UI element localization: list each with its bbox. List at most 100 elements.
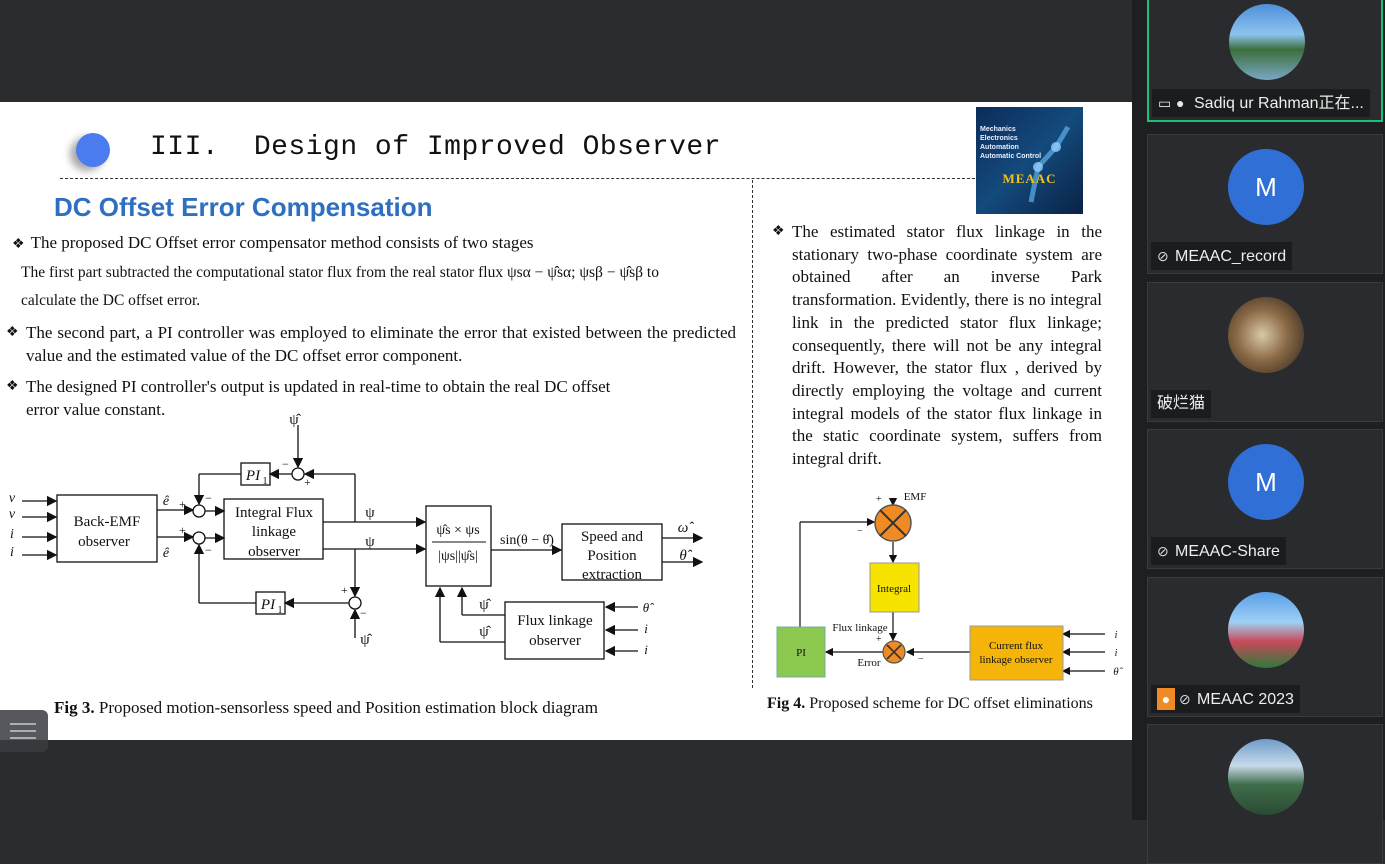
- participant-tile[interactable]: M ⊘MEAAC-Share: [1147, 429, 1383, 569]
- fig3-integral-label-3: observer: [248, 544, 300, 560]
- svg-text:−: −: [282, 457, 289, 471]
- fig3-psi-sb: ψ: [365, 534, 375, 550]
- bullet-1: ❖The proposed DC Offset error compensato…: [12, 233, 534, 252]
- fig4-error-label: Error: [857, 657, 881, 669]
- avatar: [1228, 592, 1304, 668]
- avatar: [1228, 297, 1304, 373]
- fig3-fluxobs-label-2: observer: [529, 633, 581, 649]
- fig3-integral-label-2: linkage: [252, 524, 296, 540]
- fig4-current-label-1: Current flux: [989, 640, 1044, 652]
- fig3-i-beta-in: i: [644, 642, 648, 657]
- fig3-backemf-label-2: observer: [78, 534, 130, 550]
- fig3-psi-hat-top: ψ̂: [289, 412, 301, 428]
- fig4-integral-block: [869, 562, 920, 613]
- svg-text:+: +: [341, 583, 348, 597]
- diamond-bullet-icon: ❖: [772, 224, 785, 239]
- fig4-pi-label: PI: [796, 647, 806, 659]
- logo-text: Mechanics Electronics Automation Automat…: [980, 126, 1042, 160]
- fig3-speed-label-3: extraction: [582, 567, 642, 583]
- svg-text:+: +: [179, 497, 186, 511]
- fig3-psi-hat-fb1: ψ̂: [479, 597, 491, 613]
- fig4-current-observer-block: [969, 625, 1064, 681]
- mic-muted-icon: ⊘: [1157, 248, 1169, 264]
- slide-list-button[interactable]: [0, 710, 48, 752]
- participant-name: ▭●Sadiq ur Rahman正在...: [1152, 89, 1370, 117]
- fig4-caption: Fig 4. Proposed scheme for DC offset eli…: [767, 695, 1093, 712]
- screen-share-icon: ▭: [1158, 95, 1172, 111]
- slide-subtitle: DC Offset Error Compensation: [54, 192, 433, 222]
- fig3-pi-upper-label: PI: [245, 468, 261, 484]
- fig3-psi-hat-fb2: ψ̂: [479, 624, 491, 640]
- integral-flux-block: [223, 498, 324, 560]
- section-title: III. Design of Improved Observer: [150, 132, 721, 163]
- column-divider: [752, 180, 753, 688]
- fig3-integral-label-1: Integral Flux: [235, 505, 313, 521]
- fig3-speed-label-1: Speed and: [581, 529, 644, 545]
- bullet-3: ❖ The designed PI controller's output is…: [6, 377, 611, 419]
- fig3-pi-upper-sub: 1: [263, 476, 268, 487]
- fig3-speed-label-2: Position: [587, 548, 637, 564]
- fig3-omega-hat: ω̂: [678, 520, 695, 536]
- presentation-slide: III. Design of Improved Observer Mechani…: [0, 102, 1132, 740]
- fig3-psi-hat-bottom: ψ̂: [360, 632, 372, 648]
- normalization-block: [425, 505, 492, 587]
- svg-text:−: −: [857, 526, 863, 537]
- participant-tile[interactable]: 破烂猫: [1147, 282, 1383, 422]
- participant-name: ⊘MEAAC_record: [1151, 242, 1293, 270]
- paragraph-1: The first part subtracted the computatio…: [21, 264, 659, 309]
- fig4-current-label-2: linkage observer: [980, 654, 1053, 666]
- fig3-norm-bottom: |ψs||ψ̂s|: [438, 549, 478, 564]
- fig3-fluxobs-label-1: Flux linkage: [517, 613, 593, 629]
- fig4-integral-label: Integral: [877, 583, 911, 595]
- mic-muted-icon: ⊘: [1157, 543, 1169, 559]
- fig3-v-beta: v: [9, 507, 16, 522]
- fig4-scheme-diagram: Integral PI Current flux linkage observe…: [776, 491, 1124, 681]
- fig3-pi-lower-sub: 1: [278, 605, 283, 616]
- fig4-flux-label: Flux linkage: [832, 622, 887, 634]
- participant-name: ⊘MEAAC-Share: [1151, 537, 1286, 565]
- svg-text:+: +: [876, 634, 882, 645]
- fig3-e-alpha: ê: [163, 494, 170, 509]
- person-icon: ●: [1157, 688, 1175, 710]
- participant-tile[interactable]: [1147, 724, 1383, 864]
- svg-text:+: +: [179, 523, 186, 537]
- avatar: [1229, 4, 1305, 80]
- right-column-text: ❖ The estimated stator flux linkage in t…: [772, 222, 1102, 469]
- mic-muted-icon: ⊘: [1179, 691, 1191, 707]
- fig3-psi-sa: ψ: [365, 505, 375, 521]
- participant-tile[interactable]: ▭●Sadiq ur Rahman正在...: [1147, 0, 1383, 122]
- robot-arm-graphic: [1028, 125, 1071, 203]
- participant-tile[interactable]: M ⊘MEAAC_record: [1147, 134, 1383, 274]
- fig3-caption: Fig 3. Proposed motion-sensorless speed …: [54, 698, 598, 717]
- fig3-pi-lower-label: PI: [260, 597, 276, 613]
- svg-text:+: +: [876, 494, 882, 505]
- fig4-pi-block: [776, 626, 826, 678]
- svg-text:−: −: [205, 543, 212, 557]
- participant-tile[interactable]: ●⊘MEAAC 2023: [1147, 577, 1383, 717]
- fig3-block-diagram: Back-EMF observer Integral Flux linkage …: [9, 412, 704, 660]
- diamond-bullet-icon: ❖: [6, 379, 19, 394]
- svg-text:−: −: [205, 491, 212, 505]
- fig3-sin-label: sin(θ − θ̂): [500, 533, 554, 548]
- fig4-i-sa: i: [1115, 630, 1118, 641]
- fig4-theta: θ̂: [1113, 666, 1123, 678]
- fig3-backemf-label-1: Back-EMF: [74, 514, 141, 530]
- participant-name: ●⊘MEAAC 2023: [1151, 685, 1300, 713]
- avatar: [1228, 739, 1304, 815]
- svg-text:−: −: [918, 654, 924, 665]
- avatar: M: [1228, 444, 1304, 520]
- fig3-i-alpha-in: i: [644, 621, 648, 636]
- fig3-e-beta: ê: [163, 546, 170, 561]
- fig3-i-beta: i: [10, 545, 14, 560]
- participant-name: 破烂猫: [1151, 390, 1212, 418]
- fig3-i-alpha: i: [10, 527, 14, 542]
- diamond-bullet-icon: ❖: [6, 325, 19, 340]
- speed-position-block: [561, 523, 663, 581]
- title-bullet-dot: [76, 133, 110, 167]
- fig4-i-sb: i: [1115, 648, 1118, 659]
- svg-text:+: +: [304, 475, 311, 489]
- title-divider: [60, 178, 980, 179]
- mic-on-icon: ●: [1176, 95, 1185, 111]
- logo-brand: MEAAC: [1002, 171, 1057, 186]
- fig3-norm-top: ψ̂s × ψs: [436, 523, 479, 538]
